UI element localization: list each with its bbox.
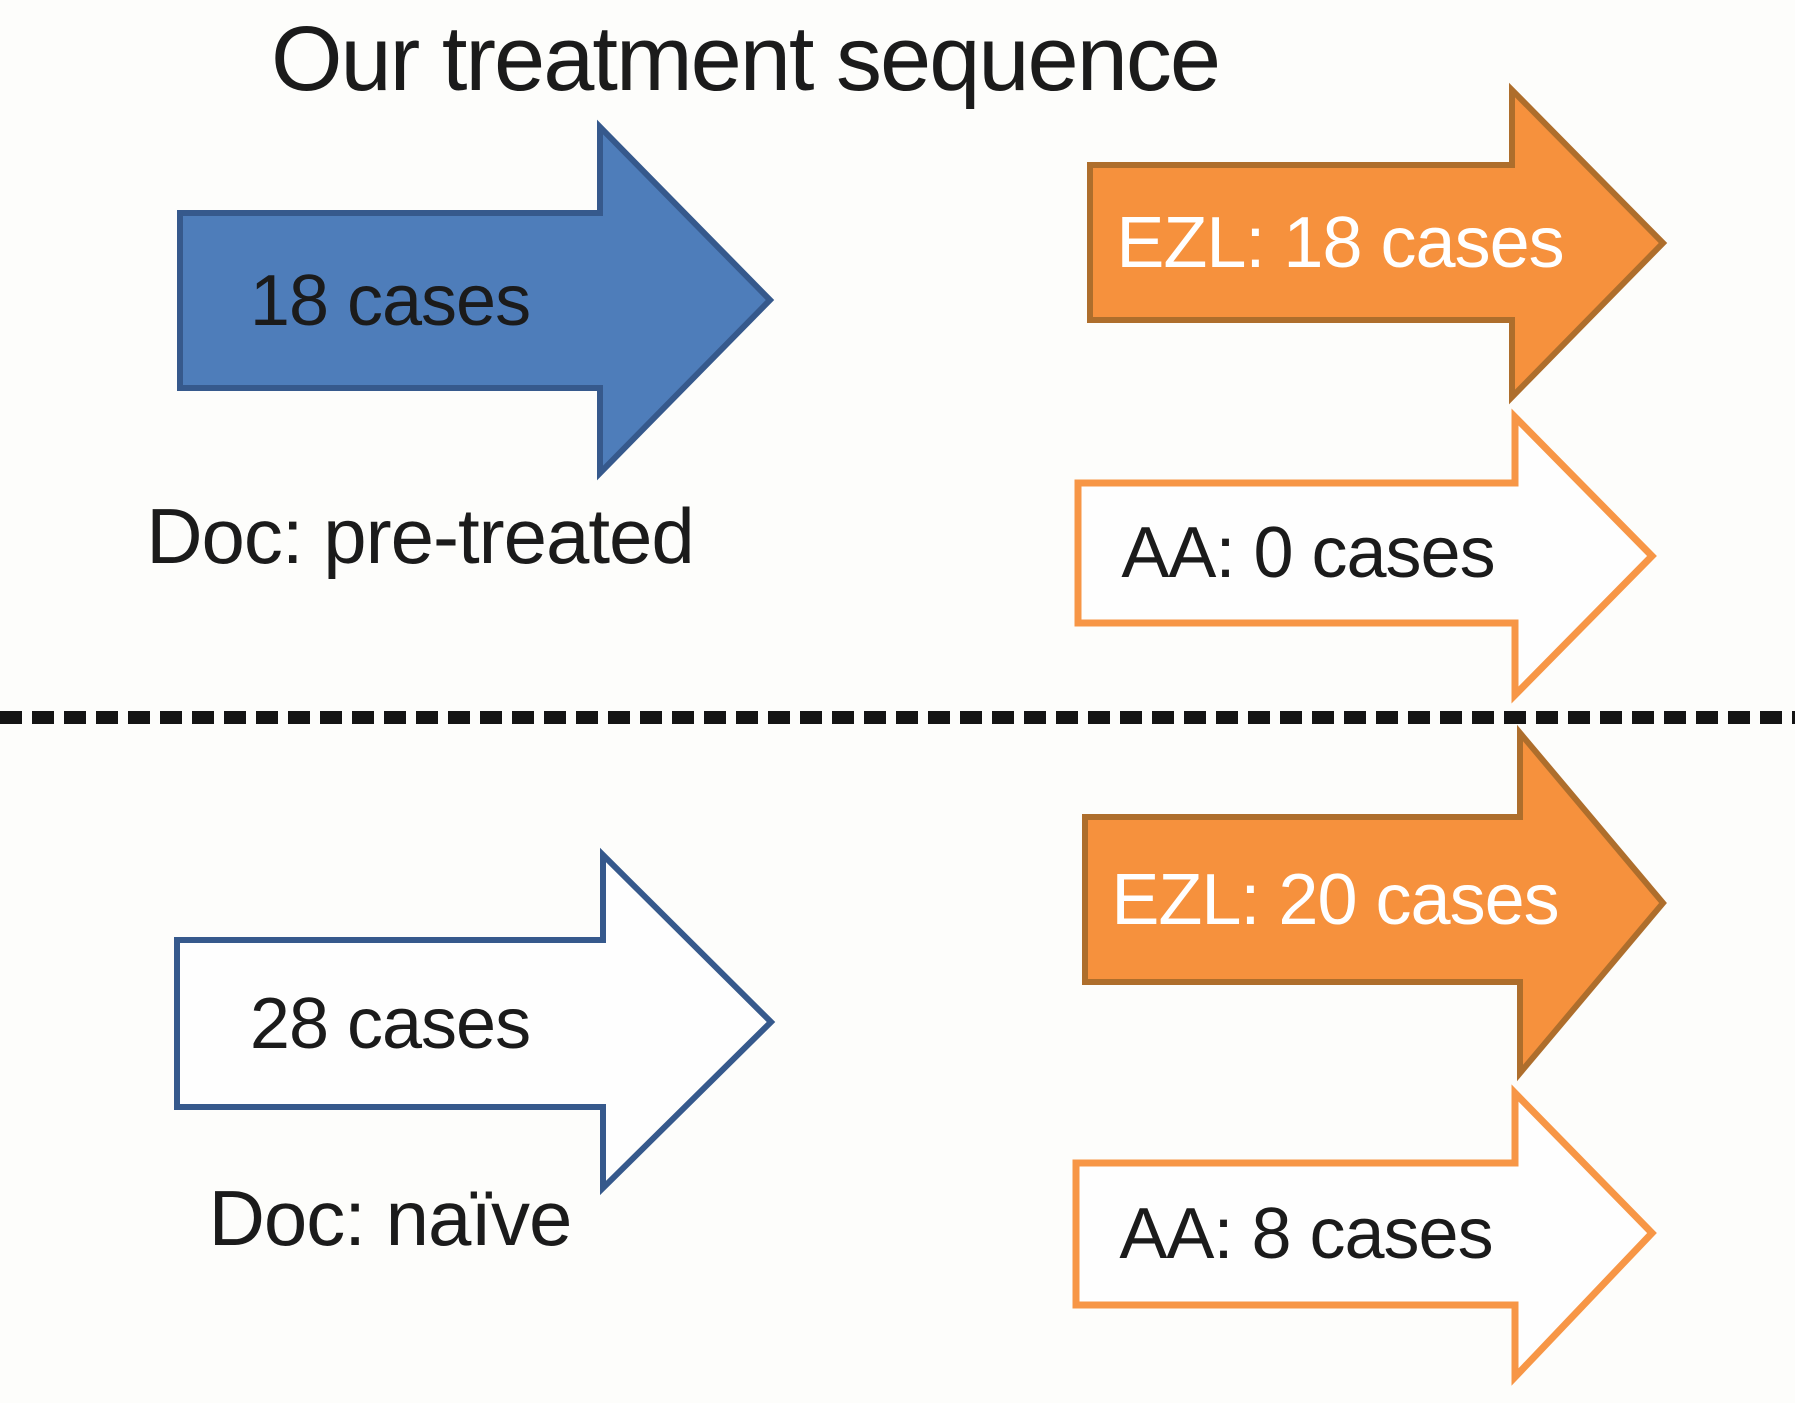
input-arrow-label-naive: 28 cases [249,983,531,1064]
arrow-aa-0-shape [1074,408,1657,704]
arrow-doc-pretreated-shape [177,119,775,481]
outcome-arrow-label-aa-8: AA: 8 cases [1119,1194,1493,1274]
dashed-divider [0,711,1795,724]
input-arrow-label-pretreated: 18 cases [249,260,531,341]
outcome-arrow-label-ezl-18: EZL: 18 cases [1116,202,1564,283]
outcome-arrow-label-aa-0: AA: 0 cases [1121,513,1495,593]
arrow-doc-naive-shape [174,847,776,1196]
outcome-arrow-label-ezl-20: EZL: 20 cases [1111,859,1559,940]
page-title: Our treatment sequence [270,8,1221,110]
caption-doc-pretreated: Doc: pre-treated [146,491,695,580]
arrow-ezl-20-shape [1082,724,1667,1082]
arrow-aa-8-shape [1072,1084,1657,1386]
caption-doc-naive: Doc: naïve [208,1173,573,1262]
arrow-ezl-18-shape [1087,82,1668,405]
